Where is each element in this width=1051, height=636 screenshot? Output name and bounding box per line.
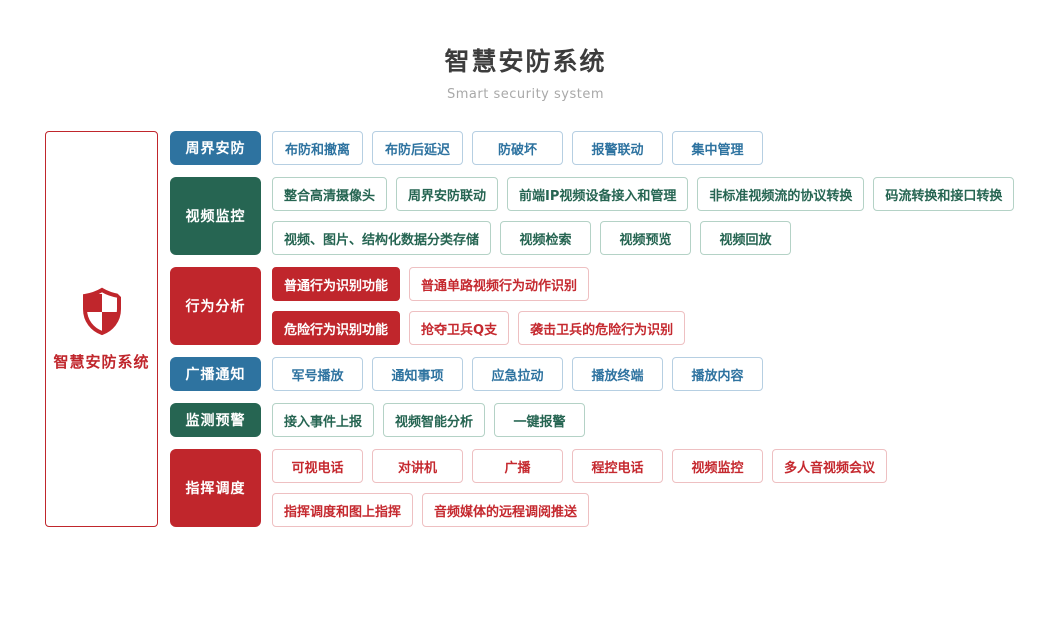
feature-item: 对讲机: [372, 449, 463, 483]
feature-lines: 普通行为识别功能普通单路视频行为动作识别危险行为识别功能抢夺卫兵Q支袭击卫兵的危…: [272, 267, 686, 345]
root-node: 智慧安防系统: [45, 131, 158, 527]
feature-item: 码流转换和接口转换: [873, 177, 1015, 211]
feature-item: 视频检索: [500, 221, 592, 255]
feature-line: 可视电话对讲机广播程控电话视频监控多人音视频会议: [272, 449, 888, 483]
feature-lines: 军号播放通知事项应急拉动播放终端播放内容: [272, 357, 763, 391]
feature-item: 整合高清摄像头: [272, 177, 388, 211]
feature-item: 程控电话: [572, 449, 663, 483]
feature-line: 军号播放通知事项应急拉动播放终端播放内容: [272, 357, 763, 391]
category-box: 广播通知: [170, 357, 261, 391]
page-title: 智慧安防系统: [444, 47, 607, 76]
feature-item: 布防后延迟: [372, 131, 463, 165]
feature-row: 监测预警 接入事件上报视频智能分析一键报警: [170, 403, 1014, 437]
root-label: 智慧安防系统: [53, 353, 150, 371]
feature-item: 视频智能分析: [383, 403, 486, 437]
feature-item: 多人音视频会议: [772, 449, 888, 483]
feature-line: 指挥调度和图上指挥音频媒体的远程调阅推送: [272, 493, 887, 527]
feature-item: 布防和撤离: [272, 131, 363, 165]
feature-lines: 布防和撤离布防后延迟防破坏报警联动集中管理: [272, 131, 763, 165]
feature-item: 非标准视频流的协议转换: [697, 177, 865, 211]
feature-item: 危险行为识别功能: [272, 311, 401, 345]
category-box: 监测预警: [170, 403, 261, 437]
feature-item: 军号播放: [272, 357, 363, 391]
feature-row: 行为分析 普通行为识别功能普通单路视频行为动作识别危险行为识别功能抢夺卫兵Q支袭…: [170, 267, 1014, 345]
feature-row: 周界安防 布防和撤离布防后延迟防破坏报警联动集中管理: [170, 131, 1014, 165]
shield-icon: [82, 286, 125, 336]
feature-row: 广播通知 军号播放通知事项应急拉动播放终端播放内容: [170, 357, 1014, 391]
feature-item: 视频、图片、结构化数据分类存储: [272, 221, 492, 255]
feature-item: 指挥调度和图上指挥: [272, 493, 414, 527]
feature-item: 防破坏: [472, 131, 563, 165]
category-box: 周界安防: [170, 131, 261, 165]
feature-lines: 可视电话对讲机广播程控电话视频监控多人音视频会议指挥调度和图上指挥音频媒体的远程…: [272, 449, 888, 527]
feature-item: 视频回放: [700, 221, 792, 255]
feature-rows: 周界安防 布防和撤离布防后延迟防破坏报警联动集中管理 视频监控 整合高清摄像头周…: [170, 131, 1015, 527]
page-subtitle: Smart security system: [447, 87, 604, 102]
category-box: 行为分析: [170, 267, 261, 345]
feature-item: 播放终端: [572, 357, 663, 391]
feature-line: 整合高清摄像头周界安防联动前端IP视频设备接入和管理非标准视频流的协议转换码流转…: [272, 177, 1015, 211]
feature-item: 视频监控: [672, 449, 763, 483]
feature-line: 普通行为识别功能普通单路视频行为动作识别: [272, 267, 685, 301]
feature-item: 袭击卫兵的危险行为识别: [518, 311, 686, 345]
feature-item: 广播: [472, 449, 563, 483]
category-box: 视频监控: [170, 177, 261, 255]
feature-item: 音频媒体的远程调阅推送: [422, 493, 590, 527]
feature-item: 播放内容: [672, 357, 763, 391]
feature-line: 危险行为识别功能抢夺卫兵Q支袭击卫兵的危险行为识别: [272, 311, 686, 345]
feature-item: 普通单路视频行为动作识别: [409, 267, 590, 301]
feature-item: 前端IP视频设备接入和管理: [507, 177, 689, 211]
feature-item: 报警联动: [572, 131, 663, 165]
feature-item: 可视电话: [272, 449, 363, 483]
category-box: 指挥调度: [170, 449, 261, 527]
feature-item: 集中管理: [672, 131, 763, 165]
feature-lines: 整合高清摄像头周界安防联动前端IP视频设备接入和管理非标准视频流的协议转换码流转…: [272, 177, 1015, 255]
feature-row: 视频监控 整合高清摄像头周界安防联动前端IP视频设备接入和管理非标准视频流的协议…: [170, 177, 1015, 255]
feature-lines: 接入事件上报视频智能分析一键报警: [272, 403, 586, 437]
feature-item: 应急拉动: [472, 357, 563, 391]
feature-item: 通知事项: [372, 357, 463, 391]
feature-line: 布防和撤离布防后延迟防破坏报警联动集中管理: [272, 131, 763, 165]
feature-item: 接入事件上报: [272, 403, 375, 437]
feature-item: 一键报警: [494, 403, 586, 437]
feature-item: 视频预览: [600, 221, 692, 255]
feature-item: 抢夺卫兵Q支: [409, 311, 510, 345]
feature-line: 视频、图片、结构化数据分类存储视频检索视频预览视频回放: [272, 221, 1014, 255]
page-header: 智慧安防系统 Smart security system: [0, 0, 1051, 102]
feature-item: 普通行为识别功能: [272, 267, 401, 301]
feature-row: 指挥调度 可视电话对讲机广播程控电话视频监控多人音视频会议指挥调度和图上指挥音频…: [170, 449, 1014, 527]
feature-item: 周界安防联动: [396, 177, 499, 211]
security-system-diagram: 智慧安防系统 周界安防 布防和撤离布防后延迟防破坏报警联动集中管理 视频监控 整…: [45, 131, 1051, 527]
feature-line: 接入事件上报视频智能分析一键报警: [272, 403, 586, 437]
